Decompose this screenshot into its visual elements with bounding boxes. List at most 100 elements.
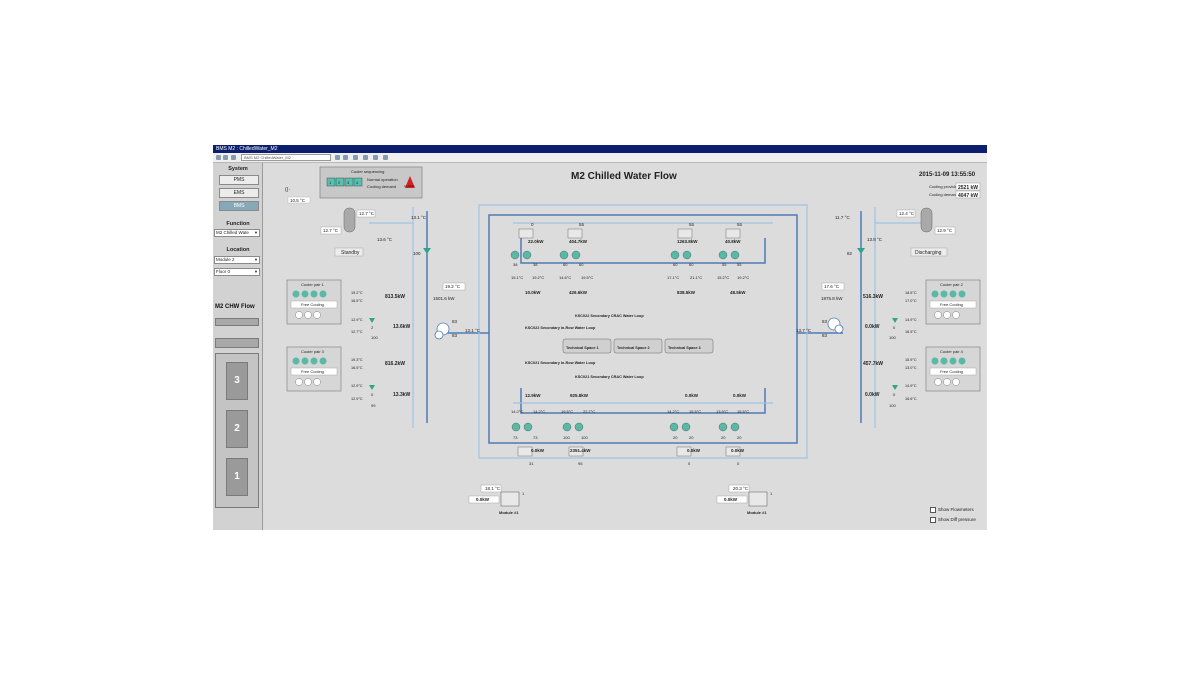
technical-space-3-label: Technical Space 3 — [668, 346, 701, 350]
favorites-icon[interactable] — [343, 155, 348, 160]
cooler-pair-1-valve-icon[interactable] — [369, 318, 375, 323]
cooler-pair-1[interactable]: Cooler pair 1 Free Cooling — [286, 279, 342, 325]
lower-unit-1-bottom: 31 — [529, 461, 534, 466]
cooler-pair-4-temp-2: 13.0°C — [905, 366, 917, 370]
lower-inrow-unit-4[interactable]: 0.0kW 13.9°C 15.5°C 20 20 0.0kW 0 — [716, 393, 749, 466]
cooler-pair-2-valve-icon[interactable] — [892, 318, 898, 323]
system-button-ems[interactable]: EMS — [219, 188, 259, 198]
forward-icon[interactable] — [223, 155, 228, 160]
cooler-pair-3-temp-4: 12.9°C — [351, 397, 363, 401]
home-icon[interactable] — [231, 155, 236, 160]
left-secondary-pump-icon[interactable] — [434, 330, 444, 340]
upper-unit-1-bottom-power: 10.0kW — [525, 290, 541, 295]
technical-space-1[interactable] — [562, 338, 612, 354]
right-header-valve-icon[interactable] — [857, 248, 865, 254]
technical-space-2[interactable] — [613, 338, 663, 354]
technical-space-3[interactable] — [664, 338, 714, 354]
location-floor-select[interactable]: Floor 0▼ — [214, 268, 260, 276]
left-mid-temp-box — [442, 282, 466, 291]
pump-icon — [559, 250, 569, 260]
fan-icon — [940, 357, 948, 365]
sequence-step-3[interactable] — [344, 177, 354, 187]
right-mid-temp-box — [821, 282, 845, 291]
upper-unit-4-bottom-power: 48.5kW — [730, 290, 746, 295]
cooler-pair-4[interactable]: Cooler pair 4 Free Cooling — [925, 346, 981, 392]
upper-unit-1-top: 0 — [531, 222, 534, 227]
upper-crac-unit-1[interactable]: 0 22.0kW 38 38 15.1°C 19.2°C 10.0kW — [510, 222, 544, 295]
cooler-pair-4-valve-icon[interactable] — [892, 385, 898, 390]
show-flowmeters-label: Show Flowmeters — [938, 507, 974, 513]
cooler-pair-1-title: Cooler pair 1 — [301, 282, 325, 287]
show-diff-pressure-checkbox[interactable]: Show Diff pressure — [930, 517, 976, 523]
fan-icon — [292, 290, 300, 298]
heat-exchanger-icon — [567, 228, 583, 239]
pump-icon — [730, 422, 740, 432]
lower-inrow-unit-2[interactable]: 925.8kW 19.5°C 22.7°C 100 100 2351.4kW 9… — [561, 393, 595, 466]
upper-unit-4-pump-2: 55 — [737, 262, 742, 267]
cooler-pair-2-temp-1: 18.5°C — [905, 291, 917, 295]
heat-exchanger-icon — [748, 491, 768, 507]
left-tank-side-temp: 12.7 °C — [323, 228, 339, 233]
right-secondary-pump-icon[interactable] — [834, 324, 844, 334]
cooler-pair-3-valve-icon[interactable] — [369, 385, 375, 390]
lower-inrow-unit-3[interactable]: 0.0kW 14.2°C 15.5°C 20 20 0.0kW 0 — [667, 393, 701, 466]
upper-unit-4-temp-2: 19.2°C — [737, 275, 749, 280]
fan-icon — [940, 290, 948, 298]
cooler-pair-1-mode: Free Cooling — [301, 302, 324, 307]
show-flowmeters-checkbox[interactable]: Show Flowmeters — [930, 507, 974, 513]
sequence-step-2[interactable] — [335, 177, 345, 187]
module-left-power: 0.0kW — [476, 497, 490, 502]
go-icon[interactable] — [335, 155, 340, 160]
pump-icon — [681, 422, 691, 432]
coil-icon — [952, 378, 960, 386]
heat-exchanger-icon — [676, 446, 692, 457]
system-button-bms[interactable]: BMS — [219, 201, 259, 211]
alarm-warning-icon[interactable] — [405, 176, 415, 188]
cooler-pair-2[interactable]: Cooler pair 2 Free Cooling — [925, 279, 981, 325]
upper-crac-unit-4[interactable]: 55 40.8kW 55 55 15.2°C 19.2°C 48.5kW — [717, 222, 749, 295]
upper-crac-unit-3[interactable]: 55 1263.8kW 60 60 17.1°C 21.1°C 838.5kW — [667, 222, 702, 295]
module-right[interactable]: 20.3 °C 0.0kW 1 Module #1 — [716, 484, 773, 515]
print-icon[interactable] — [353, 155, 358, 160]
fan-icon — [310, 290, 318, 298]
alarm-text: ALARM — [404, 184, 415, 188]
back-icon[interactable] — [216, 155, 221, 160]
lower-unit-4-power: 0.0kW — [731, 448, 745, 453]
building-level-2[interactable]: 2 — [226, 410, 248, 448]
system-button-pms[interactable]: PMS — [219, 175, 259, 185]
lower-inrow-unit-1[interactable]: 12.9kW 14.2°C 14.2°C 73 73 0.0kW 31 — [511, 393, 545, 466]
settings-icon[interactable] — [383, 155, 388, 160]
lower-unit-3-power: 0.0kW — [687, 448, 701, 453]
lower-unit-3-temp-1: 14.2°C — [667, 409, 679, 414]
system-heading: System — [228, 166, 248, 172]
lower-unit-3-pump-2: 20 — [689, 435, 694, 440]
function-select[interactable]: M2 Chilled Wate▼ — [214, 229, 260, 237]
upper-crac-unit-2[interactable]: 55 404.7kW 60 60 14.6°C 19.5°C 426.6kW — [559, 222, 593, 295]
lower-unit-3-temp-2: 15.5°C — [689, 409, 701, 414]
lower-unit-1-pump-2: 73 — [533, 435, 538, 440]
tools-icon[interactable] — [363, 155, 368, 160]
address-field[interactable]: BMS M2 ChilledWater_M2 — [241, 154, 331, 161]
application-window: BMS M2 : ChilledWater_M2 BMS M2 ChilledW… — [213, 145, 987, 530]
sequence-step-4[interactable] — [353, 177, 363, 187]
location-module-select[interactable]: Module 2▼ — [214, 256, 260, 264]
building-level-1[interactable]: 1 — [226, 458, 248, 496]
heat-exchanger-icon — [677, 228, 693, 239]
left-header-valve-icon[interactable] — [423, 248, 431, 254]
upper-unit-2-temp-1: 14.6°C — [559, 275, 571, 280]
function-select-value: M2 Chilled Wate — [216, 230, 249, 235]
cooler-pair-3-temp-2: 16.5°C — [351, 366, 363, 370]
building-level-3[interactable]: 3 — [226, 362, 248, 400]
cooler-pair-2-power-top: 516.3kW — [863, 294, 883, 300]
module-right-flow: 1 — [770, 491, 773, 496]
location-heading: Location — [226, 247, 250, 253]
cooler-pair-1-temp-2: 16.5°C — [351, 299, 363, 303]
sequence-step-1[interactable] — [326, 177, 336, 187]
right-tank-mode: Discharging — [915, 250, 942, 256]
lower-unit-3-top-power: 0.0kW — [685, 393, 699, 398]
module-left[interactable]: 18.1 °C 0.0kW 1 Module #1 — [468, 484, 525, 515]
page-icon[interactable] — [373, 155, 378, 160]
upper-unit-4-power: 40.8kW — [725, 239, 741, 244]
cooler-pair-3[interactable]: Cooler pair 3 Free Cooling — [286, 346, 342, 392]
upper-unit-3-bottom-power: 838.5kW — [677, 290, 696, 295]
